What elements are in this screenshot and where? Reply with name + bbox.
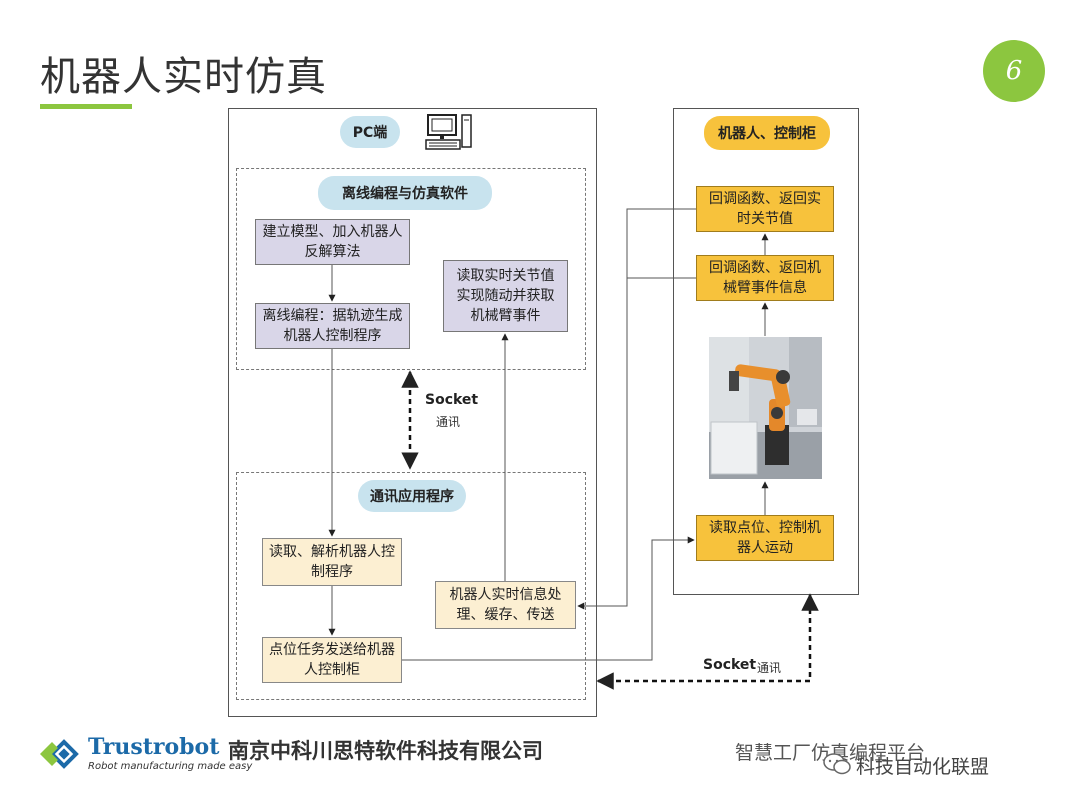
- read-points-box: 读取点位、控制机器人运动: [696, 515, 834, 561]
- wechat-icon: [823, 752, 851, 776]
- bottom-socket-label: Socket: [703, 657, 757, 673]
- model-box: 建立模型、加入机器人反解算法: [255, 219, 410, 265]
- computer-icon: [424, 112, 474, 154]
- pc-label: PC端: [340, 116, 400, 148]
- page-title: 机器人实时仿真: [40, 54, 327, 100]
- trustrobot-logo-icon: [38, 734, 86, 774]
- robot-arm-photo: [709, 337, 822, 479]
- read-joint-box: 读取实时关节值实现随动并获取机械臂事件: [443, 260, 568, 332]
- offline-software-label: 离线编程与仿真软件: [318, 176, 492, 210]
- parse-program-box: 读取、解析机器人控制程序: [262, 538, 402, 586]
- page-number-badge: 6: [983, 40, 1045, 102]
- offline-program-box: 离线编程：据轨迹生成机器人控制程序: [255, 303, 410, 349]
- realtime-info-box: 机器人实时信息处理、缓存、传送: [435, 581, 576, 629]
- robot-label: 机器人、控制柜: [704, 116, 830, 150]
- comm-app-label: 通讯应用程序: [358, 480, 466, 512]
- watermark-text: 科技自动化联盟: [856, 756, 990, 778]
- send-points-box: 点位任务发送给机器人控制柜: [262, 637, 402, 683]
- logo-name: Trustrobot: [88, 734, 220, 760]
- socket-label: Socket: [425, 392, 479, 408]
- callback-joint-box: 回调函数、返回实时关节值: [696, 186, 834, 232]
- logo-tagline: Robot manufacturing made easy: [88, 761, 253, 772]
- callback-event-box: 回调函数、返回机械臂事件信息: [696, 255, 834, 301]
- platform-name: 智慧工厂仿真编程平台: [735, 742, 926, 764]
- company-name: 南京中科川思特软件科技有限公司: [228, 739, 543, 763]
- socket-sub-label: 通讯: [436, 415, 461, 429]
- title-underline: [40, 104, 132, 109]
- bottom-socket-sub-label: 通讯: [757, 661, 782, 675]
